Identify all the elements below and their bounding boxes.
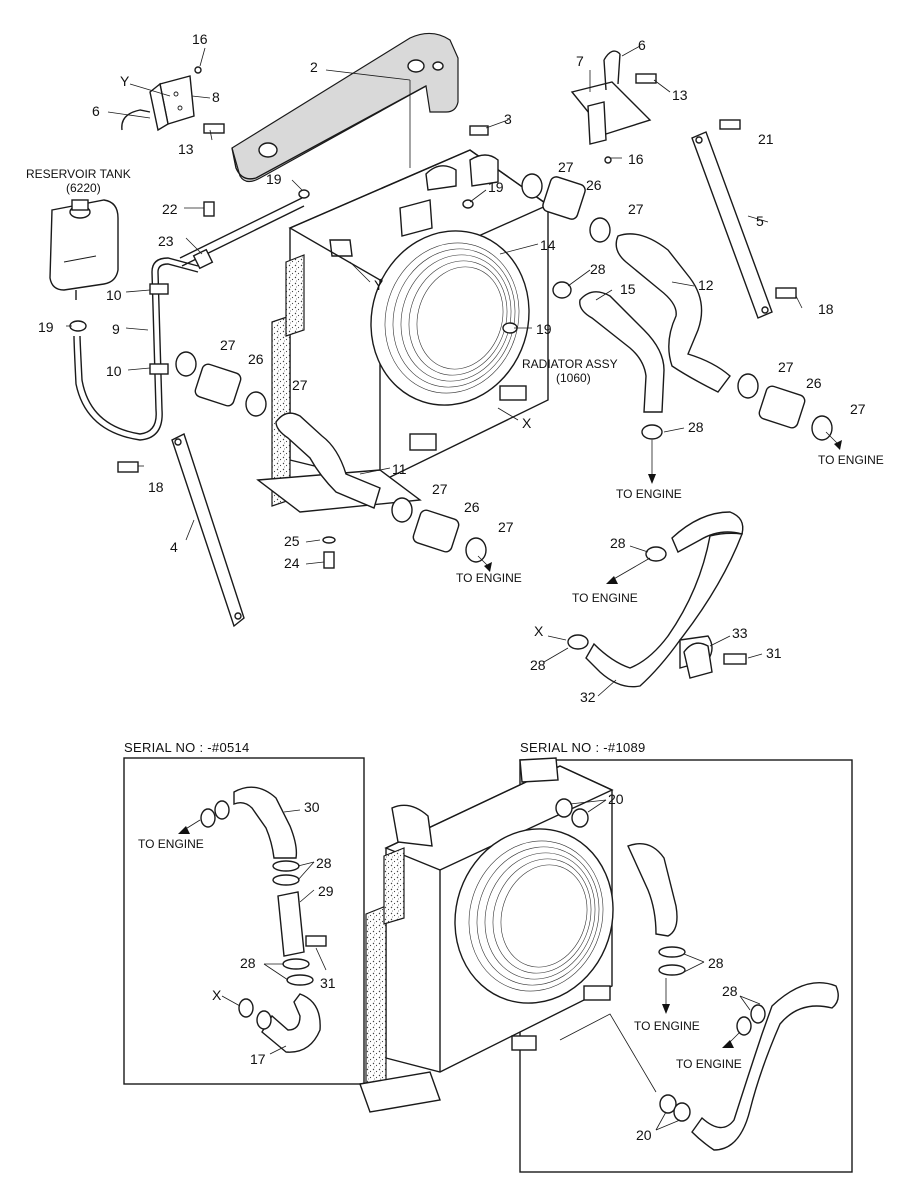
overflow-hose-part-9: [73, 257, 199, 441]
part-number: 29: [318, 883, 334, 899]
reservoir-tank: [49, 199, 119, 300]
hose-clamps: [69, 173, 833, 650]
part-number: 4: [170, 539, 178, 555]
part-number: 11: [392, 461, 407, 477]
part-number: 23: [158, 233, 174, 249]
to-engine-label-1: TO ENGINE: [616, 487, 682, 501]
part-number: 6: [92, 103, 100, 119]
to-engine-arrows: [178, 431, 842, 1048]
part-number: 27: [432, 481, 448, 497]
radiator-assy-label: RADIATOR ASSY: [522, 357, 618, 371]
reservoir-tank-label: RESERVOIR TANK: [26, 167, 131, 181]
part-number: 28: [590, 261, 606, 277]
bracket-part-8: [121, 66, 225, 134]
part-number: 19: [536, 321, 552, 337]
part-number: 26: [586, 177, 602, 193]
to-engine-label-5: TO ENGINE: [138, 837, 204, 851]
part-number: 27: [628, 201, 644, 217]
part-numbers: 16 2 3 4 5 6 6 7 8 9 10 10 11 12 13 13 1…: [38, 31, 866, 1143]
part-number: 12: [698, 277, 714, 293]
marker-x-2: X: [534, 623, 544, 639]
part-number: 18: [818, 301, 834, 317]
pipe-part-23: [179, 197, 305, 270]
part-number: 5: [756, 213, 764, 229]
part-number: 9: [112, 321, 120, 337]
marker-x-3: X: [212, 987, 222, 1003]
part-number: 27: [558, 159, 574, 175]
stay-rod-part-5: [691, 131, 773, 319]
hose-part-11: [275, 412, 381, 509]
part-number: 31: [766, 645, 782, 661]
part-number: 22: [162, 201, 178, 217]
part-number: 27: [220, 337, 236, 353]
part-number: 28: [530, 657, 546, 673]
part-number: 19: [488, 179, 504, 195]
part-number: 20: [636, 1127, 652, 1143]
captions: RESERVOIR TANK (6220) RADIATOR ASSY (106…: [26, 73, 884, 1071]
part-number: 28: [316, 855, 332, 871]
to-engine-label-7: TO ENGINE: [676, 1057, 742, 1071]
part-number: 28: [722, 983, 738, 999]
part-number: 10: [106, 363, 122, 379]
serial-1089-label: SERIAL NO : -#1089: [520, 740, 646, 755]
part-number: 6: [638, 37, 646, 53]
hose-part-15: [579, 291, 665, 413]
part-number: 13: [672, 87, 688, 103]
marker-y-2: Y: [374, 277, 384, 293]
part-number: 25: [284, 533, 300, 549]
part-number: 19: [266, 171, 282, 187]
part-number: 15: [620, 281, 636, 297]
part-number: 18: [148, 479, 164, 495]
reservoir-tank-code: (6220): [66, 181, 101, 195]
serial-0514-hoses: [200, 786, 327, 1053]
leader-lines: [66, 45, 803, 1131]
part-number: 10: [106, 287, 122, 303]
serial-0514-box: [123, 757, 365, 1085]
part-number: 31: [320, 975, 336, 991]
part-number: 26: [806, 375, 822, 391]
part-number: 16: [192, 31, 208, 47]
to-engine-label-3: TO ENGINE: [456, 571, 522, 585]
to-engine-label-2: TO ENGINE: [818, 453, 884, 467]
radiator-assy-code: (1060): [556, 371, 591, 385]
part-number: 8: [212, 89, 220, 105]
to-engine-label-6: TO ENGINE: [634, 1019, 700, 1033]
serial-0514-label: SERIAL NO : -#0514: [124, 740, 250, 755]
part-number: 27: [292, 377, 308, 393]
radiator-assy-bottom: [359, 757, 839, 1151]
marker-y-1: Y: [120, 73, 130, 89]
part-number: 32: [580, 689, 596, 705]
part-number: 30: [304, 799, 320, 815]
part-number: 2: [310, 59, 318, 75]
marker-x-1: X: [522, 415, 532, 431]
part-number: 28: [708, 955, 724, 971]
part-number: 14: [540, 237, 556, 253]
part-number: 26: [464, 499, 480, 515]
bolts: [117, 119, 797, 679]
support-bar-part-2: [231, 32, 459, 183]
part-number: 27: [778, 359, 794, 375]
part-number: 20: [608, 791, 624, 807]
to-engine-label-4: TO ENGINE: [572, 591, 638, 605]
part-number: 28: [240, 955, 256, 971]
hose-part-12: [615, 233, 731, 393]
bracket-part-7: [570, 50, 657, 164]
stay-rod-part-4: [171, 433, 245, 628]
part-number: 17: [250, 1051, 266, 1067]
part-number: 16: [628, 151, 644, 167]
part-number: 27: [498, 519, 514, 535]
part-number: 28: [610, 535, 626, 551]
part-number: 19: [38, 319, 54, 335]
part-number: 26: [248, 351, 264, 367]
part-number: 28: [688, 419, 704, 435]
part-number: 24: [284, 555, 300, 571]
part-number: 7: [576, 53, 584, 69]
part-number: 27: [850, 401, 866, 417]
part-number: 21: [758, 131, 774, 147]
part-number: 33: [732, 625, 748, 641]
part-number: 3: [504, 111, 512, 127]
part-number: 13: [178, 141, 194, 157]
